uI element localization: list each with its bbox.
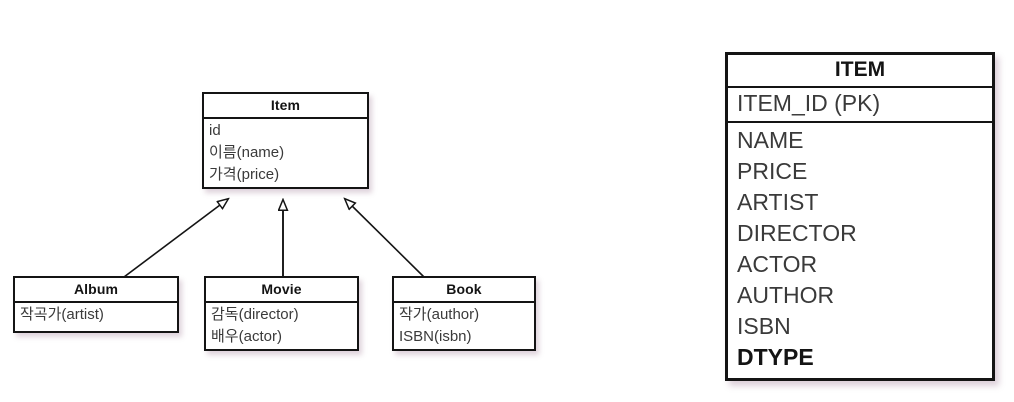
generalization-album-to-item bbox=[123, 199, 228, 278]
uml-class-book[interactable]: Book 작가(author) ISBN(isbn) bbox=[392, 276, 536, 351]
uml-class-item-attributes: id 이름(name) 가격(price) bbox=[204, 119, 367, 188]
uml-class-item-title: Item bbox=[204, 94, 367, 119]
db-table-item[interactable]: ITEM ITEM_ID (PK) NAME PRICE ARTIST DIRE… bbox=[725, 52, 995, 381]
uml-attribute: 작가(author) bbox=[399, 306, 480, 323]
uml-class-album-attributes: 작곡가(artist) bbox=[15, 303, 177, 328]
uml-class-item[interactable]: Item id 이름(name) 가격(price) bbox=[202, 92, 369, 189]
db-table-column: ARTIST bbox=[737, 189, 819, 215]
uml-class-movie-attributes: 감독(director) 배우(actor) bbox=[206, 303, 357, 350]
uml-attribute: 작곡가(artist) bbox=[20, 306, 104, 323]
db-table-column: ACTOR bbox=[737, 251, 818, 277]
uml-attribute: 가격(price) bbox=[209, 166, 280, 183]
db-table-primary-key: ITEM_ID (PK) bbox=[728, 88, 992, 123]
db-table-column-dtype: DTYPE bbox=[737, 344, 814, 370]
uml-class-album-title: Album bbox=[15, 278, 177, 303]
db-table-column: PRICE bbox=[737, 158, 808, 184]
uml-attribute: ISBN(isbn) bbox=[399, 328, 472, 345]
uml-attribute: 이름(name) bbox=[209, 144, 285, 161]
uml-class-book-attributes: 작가(author) ISBN(isbn) bbox=[394, 303, 534, 350]
db-table-title: ITEM bbox=[728, 55, 992, 88]
uml-class-movie[interactable]: Movie 감독(director) 배우(actor) bbox=[204, 276, 359, 351]
uml-class-movie-title: Movie bbox=[206, 278, 357, 303]
db-table-column: AUTHOR bbox=[737, 282, 835, 308]
db-table-column-list: NAME PRICE ARTIST DIRECTOR ACTOR AUTHOR … bbox=[728, 123, 992, 373]
db-table-column: NAME bbox=[737, 127, 804, 153]
uml-class-album[interactable]: Album 작곡가(artist) bbox=[13, 276, 179, 333]
db-table-column: ISBN bbox=[737, 313, 791, 339]
uml-attribute: 감독(director) bbox=[211, 306, 299, 323]
generalization-arrow-group bbox=[123, 0, 425, 278]
generalization-book-to-item bbox=[345, 199, 425, 278]
uml-attribute: id bbox=[209, 122, 221, 139]
uml-class-book-title: Book bbox=[394, 278, 534, 303]
uml-attribute: 배우(actor) bbox=[211, 328, 282, 345]
db-table-column: DIRECTOR bbox=[737, 220, 857, 246]
